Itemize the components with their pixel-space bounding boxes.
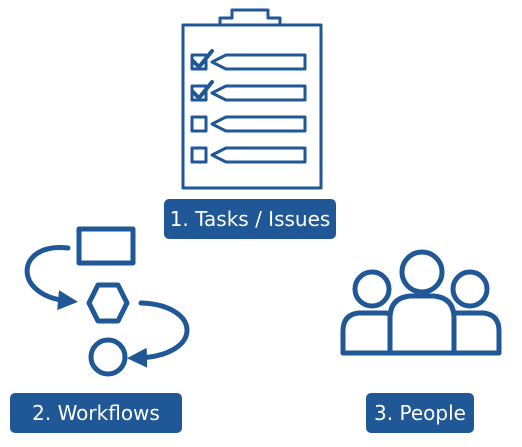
clipboard-board	[181, 23, 323, 190]
workflow-flowchart-icon	[24, 226, 190, 377]
task-line-arrow-icon	[210, 53, 307, 71]
workflow-arrow-right	[127, 300, 190, 368]
task-line-arrow-icon	[210, 146, 307, 164]
task-line-arrow-icon	[210, 115, 307, 133]
checklist-row	[190, 49, 307, 71]
checkbox-icon	[190, 115, 208, 133]
workflow-rectangle-node	[76, 226, 136, 266]
person-right-head	[450, 269, 490, 309]
tasks-issues-label: 1. Tasks / Issues	[164, 199, 336, 239]
checklist-row	[190, 146, 307, 164]
clipboard-clip	[218, 8, 282, 27]
checkmark-icon	[191, 80, 214, 100]
task-line-arrow-icon	[210, 84, 307, 102]
person-center-head	[399, 249, 445, 295]
workflow-arrow-left	[24, 245, 78, 311]
checklist-row	[190, 115, 307, 133]
people-group-icon	[340, 249, 502, 356]
person-center-body	[387, 293, 457, 356]
people-label: 3. People	[366, 393, 474, 433]
workflow-circle-node	[88, 337, 128, 377]
person-left-head	[352, 269, 392, 309]
workflows-label: 2. Workflows	[10, 393, 182, 433]
workflow-hexagon-node	[86, 282, 130, 324]
checklist-row	[190, 80, 307, 102]
checkmark-icon	[191, 49, 214, 69]
clipboard-checklist-icon	[181, 8, 323, 190]
checklist-rows	[190, 49, 307, 164]
checkbox-icon	[190, 146, 208, 164]
